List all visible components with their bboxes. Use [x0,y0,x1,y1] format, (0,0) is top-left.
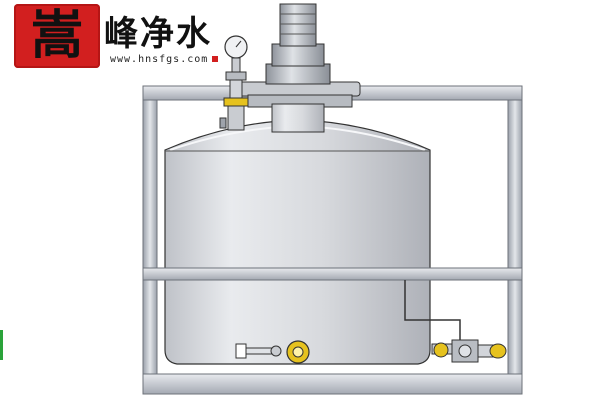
logo-seal-char: 嵩 [30,5,83,66]
company-logo: 嵩 峰净水 www.hnsfgs.com [14,4,244,68]
frame-post-left [142,86,158,394]
inlet-pipe [227,105,245,131]
motor-mount [265,63,331,85]
sample-fitting [270,345,282,357]
valve-icon [223,97,249,107]
gauge-pipe [229,79,243,99]
mixer-neck [271,103,325,133]
frame-middle-beam [142,267,523,281]
red-dot-icon [212,56,219,62]
sample-port [235,343,247,359]
gauge-needle [235,40,242,48]
drain-pipe [404,280,461,350]
motor-icon [279,3,317,47]
outlet-flange-icon [433,342,449,358]
valve-handwheel-icon [458,344,472,358]
inlet-clamp [219,117,227,129]
motor-gearbox [271,43,325,67]
logo-seal [14,4,100,68]
tank-body [164,119,431,365]
website-url: www.hnsfgs.com [110,54,219,65]
drain-valve-center [292,346,304,358]
website-text: www.hnsfgs.com [110,54,209,65]
sample-pipe [245,347,273,355]
gauge-fitting [225,71,247,81]
outlet-cap-icon [489,343,507,359]
edge-marker [0,330,3,360]
frame-post-right [507,86,523,394]
brand-name: 峰净水 [104,14,212,54]
frame-base-beam [142,373,523,395]
